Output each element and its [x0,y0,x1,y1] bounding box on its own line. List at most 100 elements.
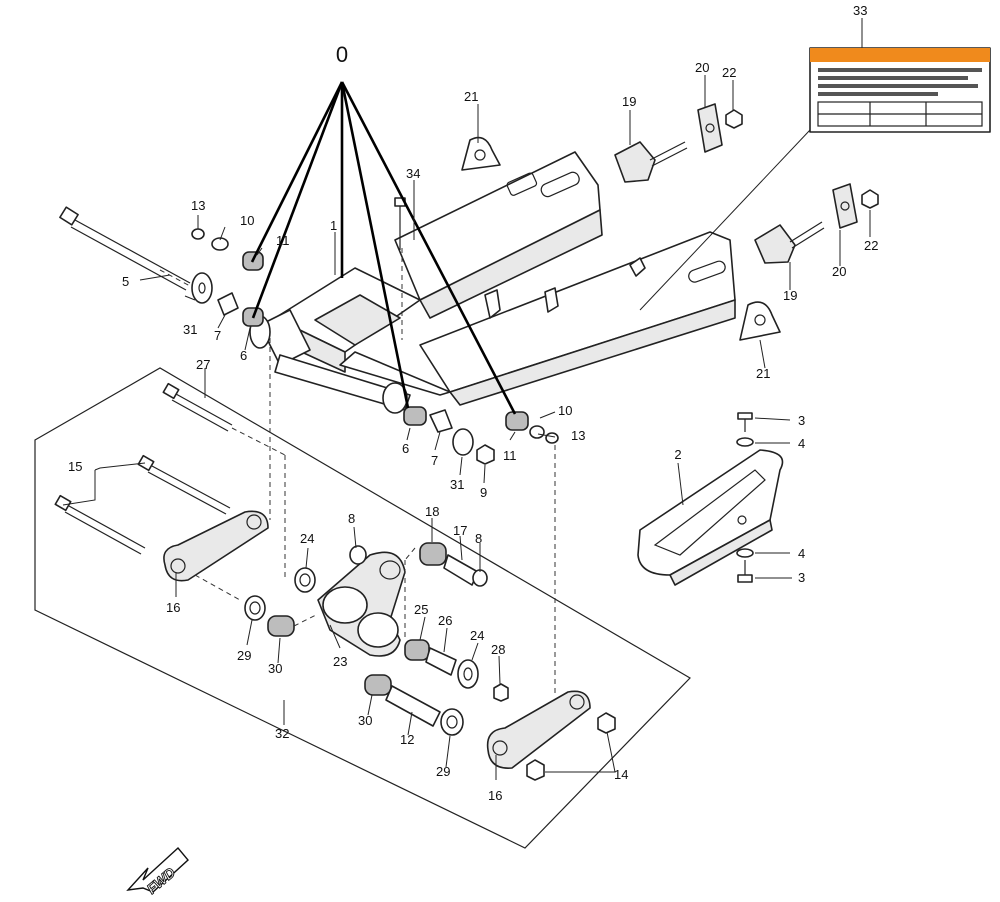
label-10-left: 10 [240,213,254,228]
label-8-right: 8 [475,531,482,546]
washer-10-right [529,425,545,439]
seal-29-left [244,595,266,621]
label-31-right: 31 [450,477,464,492]
label-23: 23 [333,654,347,669]
pivot-bolt [59,206,191,291]
collar-12 [385,685,441,727]
relay-arm [317,551,406,657]
label-22-lower: 22 [864,238,878,253]
washer-8-upper [349,545,367,565]
label-3-upper: 3 [798,413,805,428]
forward-arrow: FWD [126,846,189,897]
adjuster-plate-upper [697,103,723,153]
label-group-0: 0 [336,42,348,67]
bearing-30-right [364,674,392,696]
label-2: 2 [674,447,681,462]
label-19-lower: 19 [783,288,797,303]
link-plate-16-right [486,690,591,769]
label-11-right: 11 [503,448,517,463]
label-30-right: 30 [358,713,372,728]
label-6-left: 6 [240,348,247,363]
label-13-right: 13 [571,428,585,443]
washer-31-left [191,272,213,304]
label-4-lower: 4 [798,546,805,561]
leader-lines [62,18,871,780]
label-29-right: 29 [436,764,450,779]
washer-8-right [472,569,488,587]
nut-14-lower [526,759,545,781]
label-22-upper: 22 [722,65,736,80]
collar-7-left [217,292,239,316]
label-20-lower: 20 [832,264,846,279]
label-7-left: 7 [214,328,221,343]
bolt-15-lower [54,494,146,555]
label-11-left: 11 [276,233,290,248]
label-24-upper: 24 [300,531,314,546]
nut-9 [476,444,495,465]
bearing-25 [404,639,430,661]
washer-13-right [545,432,559,444]
collar-26 [425,647,457,676]
label-34: 34 [406,166,420,181]
collar-17 [443,554,479,586]
label-1: 1 [330,218,337,233]
label-26: 26 [438,613,452,628]
label-21-lower: 21 [756,366,770,381]
label-30-left: 30 [268,661,282,676]
washer-13-left [191,228,205,240]
label-31-left: 31 [183,322,197,337]
label-27: 27 [196,357,210,372]
chain-adjuster-upper [614,141,688,183]
label-14: 14 [614,767,628,782]
bracket-upper [461,136,501,171]
warning-decal [809,47,991,133]
washer-31-right [452,428,474,456]
bolt-15-upper [137,454,231,515]
bearing-18 [419,542,447,566]
label-17: 17 [453,523,467,538]
chain-guard [637,449,784,586]
label-8-upper: 8 [348,511,355,526]
swing-arm [249,151,736,414]
guard-bolt-lower [737,560,753,583]
label-10-right: 10 [558,403,572,418]
label-6-right: 6 [402,441,409,456]
label-20-upper: 20 [695,60,709,75]
label-33: 33 [853,3,867,18]
label-25: 25 [414,602,428,617]
adjuster-nut-upper [725,109,743,129]
washer-10-left [211,237,229,251]
bracket-lower [739,301,781,341]
label-19-upper: 19 [622,94,636,109]
guard-washer-upper [736,437,754,447]
label-5: 5 [122,274,129,289]
link-plate-16-left [163,510,269,582]
label-15: 15 [68,459,82,474]
chain-adjuster-lower [754,221,825,264]
collar-7-right [429,409,453,433]
nut-14-upper [597,712,616,734]
adjuster-nut-lower [861,189,879,209]
label-29-left: 29 [237,648,251,663]
adjuster-plate-lower [832,183,858,229]
label-28: 28 [491,642,505,657]
label-12: 12 [400,732,414,747]
label-24-lower: 24 [470,628,484,643]
label-7-right: 7 [431,453,438,468]
label-16-left: 16 [166,600,180,615]
bolt-27 [162,382,233,432]
label-18: 18 [425,504,439,519]
label-13-left: 13 [191,198,205,213]
bushing-11-right [505,411,529,431]
nut-28 [493,683,509,702]
label-4-upper: 4 [798,436,805,451]
label-32: 32 [275,726,289,741]
label-16-right: 16 [488,788,502,803]
guard-washer-lower [736,548,754,558]
seal-24-upper [294,567,316,593]
seal-29-right [440,708,464,736]
label-3-lower: 3 [798,570,805,585]
seal-24-lower [457,659,479,689]
